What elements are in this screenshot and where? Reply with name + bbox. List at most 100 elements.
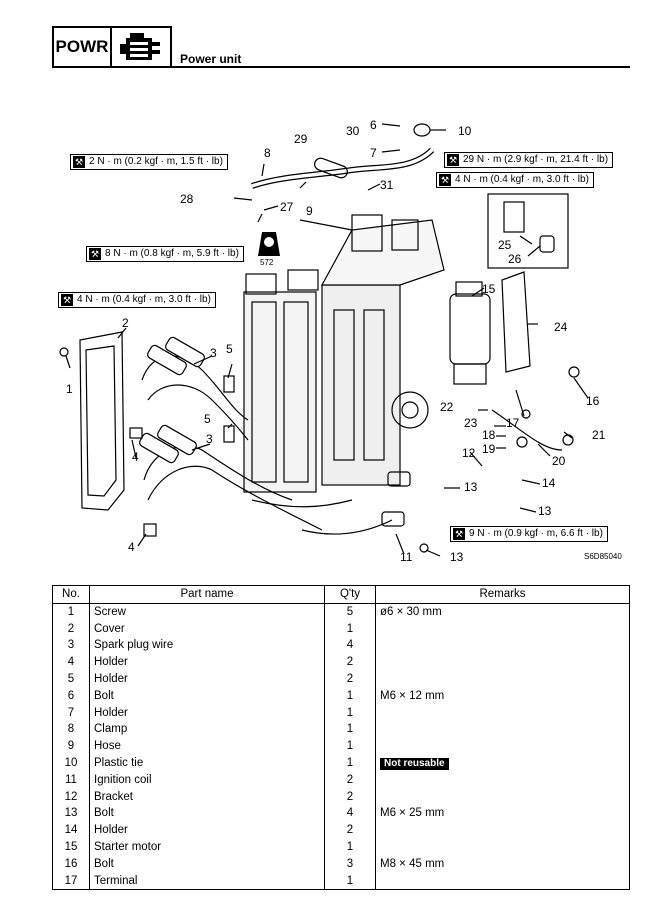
cell-no: 8 bbox=[52, 721, 90, 739]
exploded-diagram: ⚒ 2 N · m (0.2 kgf · m, 1.5 ft · lb) ⚒ 2… bbox=[52, 110, 630, 580]
cell-part-name: Holder bbox=[89, 822, 325, 839]
callout-15: 15 bbox=[482, 282, 496, 296]
torque-wrench-icon: ⚒ bbox=[61, 294, 73, 306]
cell-qty: 1 bbox=[324, 704, 376, 722]
cell-no: 2 bbox=[52, 620, 90, 638]
callout-11: 11 bbox=[400, 550, 413, 564]
cell-no: 1 bbox=[52, 603, 90, 621]
torque-wrench-icon: ⚒ bbox=[453, 528, 465, 540]
page-header: POWR Power unit bbox=[52, 26, 630, 70]
cell-qty: 1 bbox=[324, 838, 376, 856]
callout-27: 27 bbox=[280, 200, 294, 214]
callout-20: 20 bbox=[552, 454, 566, 468]
cell-part-name: Bracket bbox=[89, 788, 325, 806]
cell-qty: 1 bbox=[324, 620, 376, 638]
sealant-code: 572 bbox=[260, 258, 274, 267]
cell-remarks: M8 × 45 mm bbox=[375, 855, 630, 873]
cell-part-name: Terminal bbox=[89, 872, 325, 891]
callout-9: 9 bbox=[306, 204, 313, 218]
cell-no: 4 bbox=[52, 654, 90, 671]
cell-qty: 4 bbox=[324, 805, 376, 823]
callout-5b: 5 bbox=[204, 412, 211, 426]
callout-22: 22 bbox=[440, 400, 454, 414]
cell-no: 17 bbox=[52, 872, 90, 891]
callout-17: 17 bbox=[506, 416, 520, 430]
cell-no: 7 bbox=[52, 704, 90, 722]
cell-remarks bbox=[375, 721, 630, 739]
cell-remarks: ø6 × 30 mm bbox=[375, 603, 630, 621]
callout-25: 25 bbox=[498, 238, 512, 252]
callout-4a: 4 bbox=[132, 450, 139, 464]
cell-no: 9 bbox=[52, 738, 90, 755]
torque-wrench-icon: ⚒ bbox=[447, 154, 459, 166]
cell-no: 10 bbox=[52, 754, 90, 772]
cell-remarks bbox=[375, 838, 630, 856]
cell-remarks bbox=[375, 738, 630, 755]
cell-remarks bbox=[375, 822, 630, 839]
cell-remarks bbox=[375, 654, 630, 671]
callout-28: 28 bbox=[180, 192, 194, 206]
callout-24: 24 bbox=[554, 320, 568, 334]
cell-part-name: Bolt bbox=[89, 687, 325, 705]
torque-spec-8nm: ⚒ 8 N · m (0.8 kgf · m, 5.9 ft · lb) bbox=[86, 246, 244, 262]
cell-no: 14 bbox=[52, 822, 90, 839]
cell-qty: 1 bbox=[324, 738, 376, 755]
torque-spec-2nm: ⚒ 2 N · m (0.2 kgf · m, 1.5 ft · lb) bbox=[70, 154, 228, 170]
section-code: POWR bbox=[52, 26, 112, 68]
diagram-code: S6D85040 bbox=[584, 552, 622, 561]
not-reusable-badge: Not reusable bbox=[380, 757, 449, 770]
torque-spec-4nm-upper: ⚒ 4 N · m (0.4 kgf · m, 3.0 ft · lb) bbox=[436, 172, 594, 188]
cell-part-name: Spark plug wire bbox=[89, 637, 325, 655]
cell-remarks bbox=[375, 620, 630, 638]
cell-no: 16 bbox=[52, 855, 90, 873]
cell-remarks bbox=[375, 670, 630, 688]
cell-part-name: Holder bbox=[89, 654, 325, 671]
callout-13b: 13 bbox=[538, 504, 552, 518]
torque-wrench-icon: ⚒ bbox=[89, 248, 101, 260]
callout-13c: 13 bbox=[450, 550, 464, 564]
cell-qty: 2 bbox=[324, 771, 376, 789]
cell-remarks: M6 × 12 mm bbox=[375, 687, 630, 705]
callout-7: 7 bbox=[370, 146, 377, 160]
cell-no: 5 bbox=[52, 670, 90, 688]
cell-remarks bbox=[375, 704, 630, 722]
callout-30: 30 bbox=[346, 124, 360, 138]
callout-10: 10 bbox=[458, 124, 472, 138]
sealant-icon bbox=[258, 232, 280, 256]
cell-remarks: M6 × 25 mm bbox=[375, 805, 630, 823]
cell-qty: 1 bbox=[324, 687, 376, 705]
torque-spec-9nm: ⚒ 9 N · m (0.9 kgf · m, 6.6 ft · lb) bbox=[450, 526, 608, 542]
cell-qty: 2 bbox=[324, 822, 376, 839]
callout-31: 31 bbox=[380, 178, 394, 192]
cell-no: 13 bbox=[52, 805, 90, 823]
cell-no: 3 bbox=[52, 637, 90, 655]
cell-remarks: Not reusable bbox=[375, 754, 630, 772]
cell-remarks bbox=[375, 637, 630, 655]
cell-part-name: Hose bbox=[89, 738, 325, 755]
cell-qty: 5 bbox=[324, 603, 376, 621]
cell-part-name: Bolt bbox=[89, 805, 325, 823]
cell-no: 12 bbox=[52, 788, 90, 806]
page-title: Power unit bbox=[180, 52, 242, 66]
cell-no: 6 bbox=[52, 687, 90, 705]
cell-part-name: Ignition coil bbox=[89, 771, 325, 789]
cell-part-name: Starter motor bbox=[89, 838, 325, 856]
callout-19: 19 bbox=[482, 442, 496, 456]
cell-part-name: Holder bbox=[89, 670, 325, 688]
callout-6: 6 bbox=[370, 118, 377, 132]
cell-part-name: Plastic tie bbox=[89, 754, 325, 772]
engine-illustration bbox=[59, 123, 589, 557]
torque-spec-29nm: ⚒ 29 N · m (2.9 kgf · m, 21.4 ft · lb) bbox=[444, 152, 614, 168]
